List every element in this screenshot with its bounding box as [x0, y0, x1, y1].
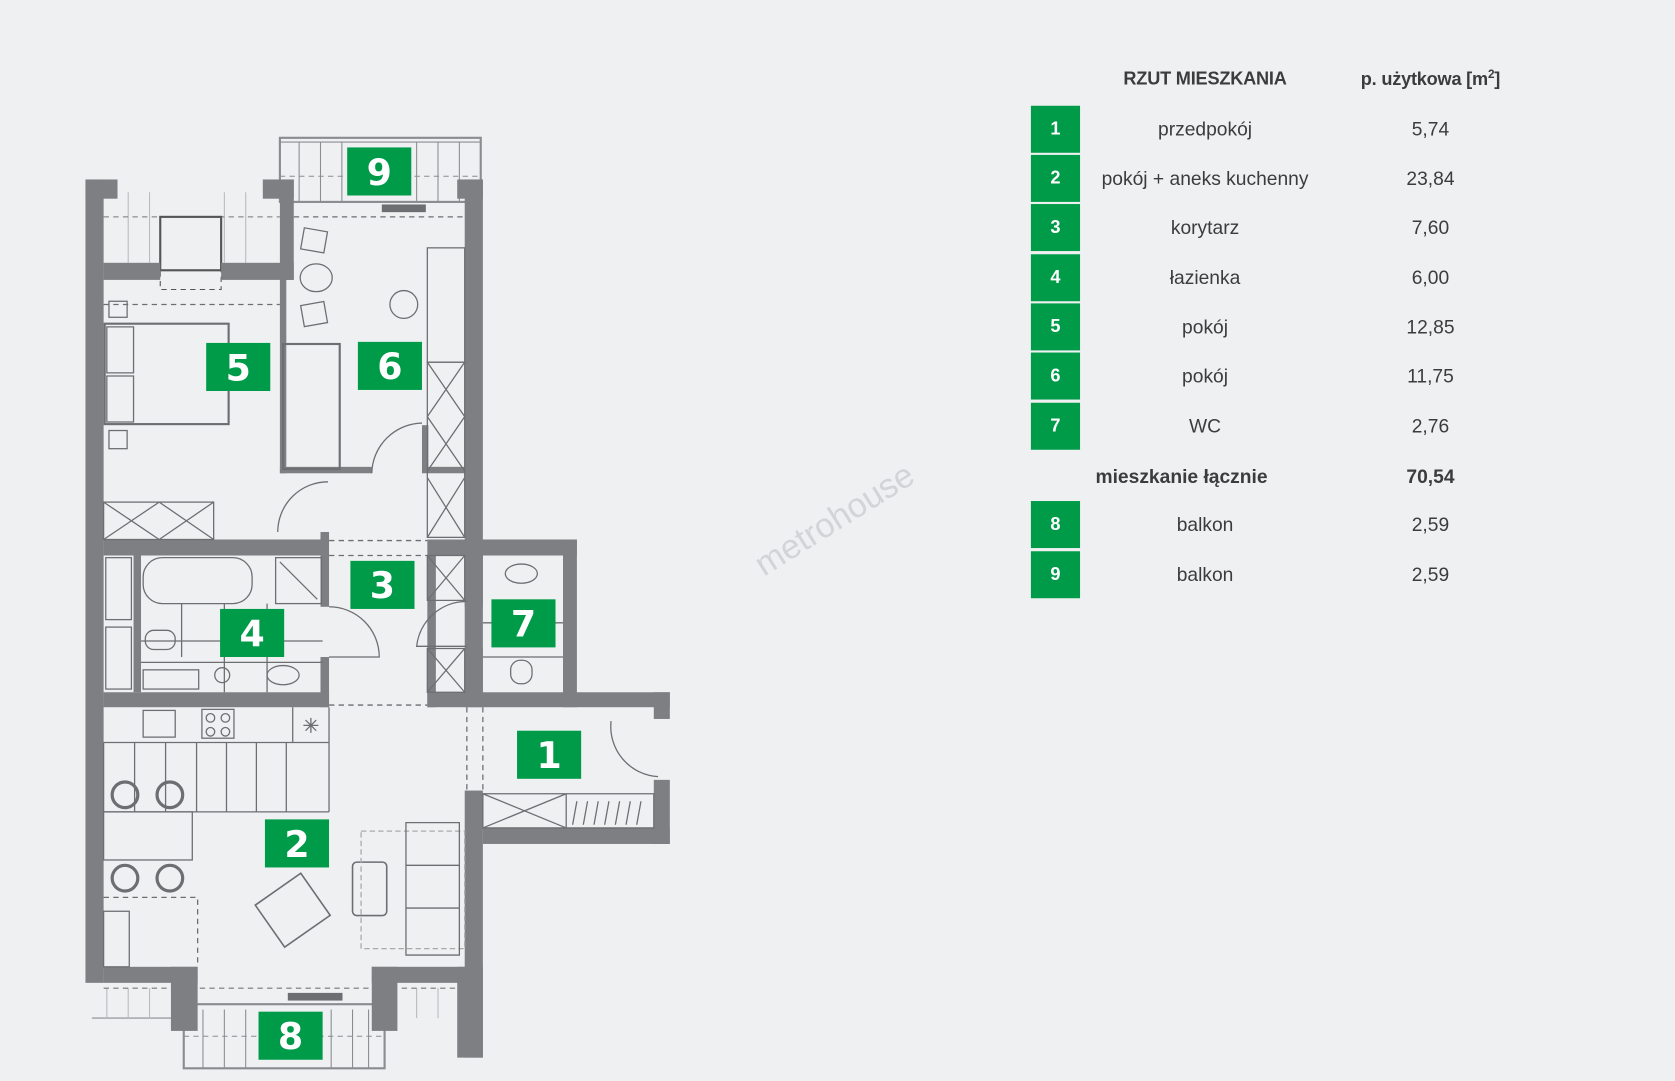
furniture	[102, 204, 659, 1001]
room-label-6: 6	[357, 341, 422, 390]
room-label-8: 8	[258, 1011, 323, 1060]
svg-text:5: 5	[226, 346, 251, 389]
header-room-name: RZUT MIESZKANIA	[1123, 68, 1287, 89]
svg-text:2: 2	[284, 823, 309, 866]
room-label-7: 7	[491, 599, 556, 648]
svg-text:4: 4	[239, 612, 264, 655]
header-area: p. użytkowa [m2]	[1360, 68, 1501, 90]
room-label-1: 1	[517, 730, 582, 779]
svg-text:6: 6	[377, 345, 402, 388]
single-bed-icon	[282, 342, 341, 471]
room-label-5: 5	[206, 342, 271, 391]
room-label-3: 3	[350, 560, 415, 609]
bathtub-icon	[142, 557, 253, 605]
room-label-4: 4	[220, 608, 285, 658]
svg-text:1: 1	[536, 734, 561, 777]
walls	[85, 179, 670, 1058]
room-label-2: 2	[264, 819, 330, 868]
balcony-8	[91, 1003, 386, 1070]
svg-text:3: 3	[370, 564, 395, 607]
svg-text:9: 9	[367, 151, 392, 194]
armchair-icon	[254, 872, 332, 949]
svg-text:7: 7	[511, 603, 536, 646]
svg-text:8: 8	[278, 1015, 303, 1058]
watermark: metrohouse	[748, 456, 921, 584]
room-label-9: 9	[347, 147, 412, 196]
